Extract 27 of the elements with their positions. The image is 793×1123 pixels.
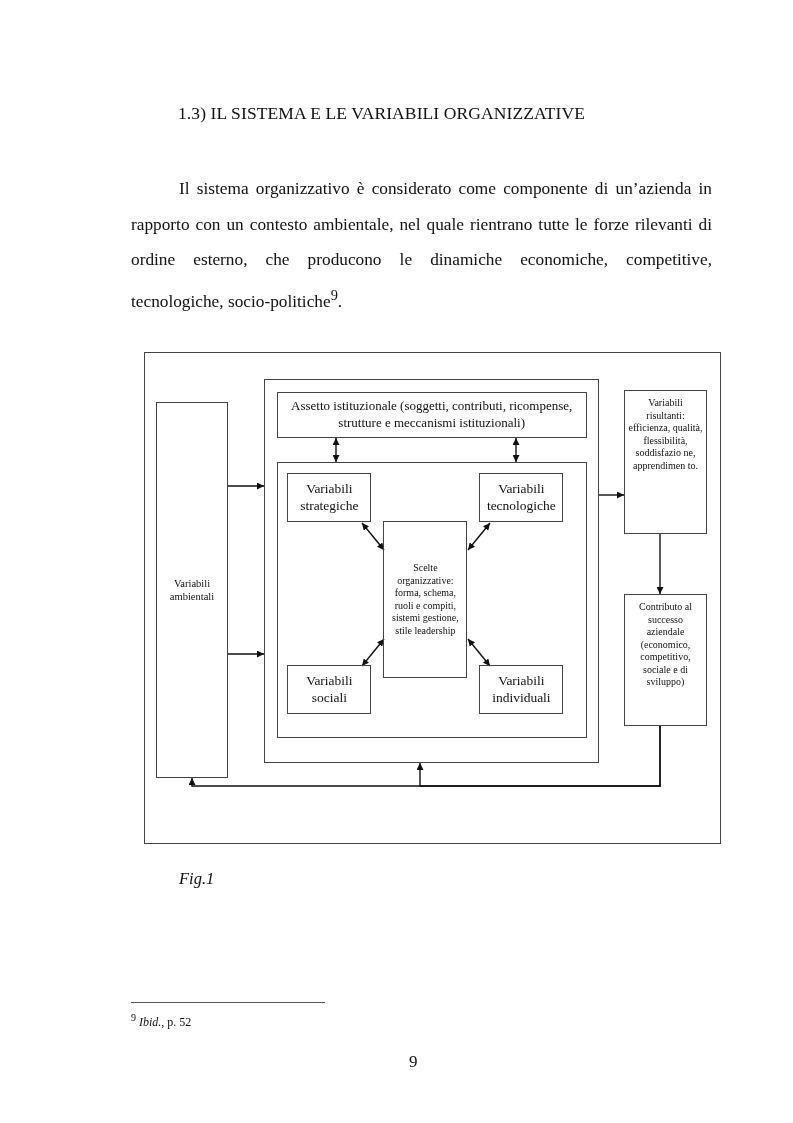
section-heading: 1.3) IL SISTEMA E LE VARIABILI ORGANIZZATIVE	[178, 103, 586, 124]
double-arrow	[361, 638, 385, 667]
arrow	[656, 533, 664, 595]
body-paragraph: Il sistema organizzativo è considerato come componente di un’azienda in rapporto con un contesto ambientale, nel quale rientrano tutte le forze rilevanti di ordine esterno, che producono le dinamiche economiche, competitive, tecnologiche, socio-politiche$^{9}$.	[131, 178, 712, 313]
choices-box: Scelte organizzative: forma, schema, ruoli e compiti, sistemi gestione, stile leadership	[383, 521, 468, 679]
variable-box: Variabili individuali	[479, 665, 564, 715]
double-arrow	[361, 522, 385, 551]
arrow	[227, 650, 265, 658]
variable-box: Variabili ambientali	[156, 402, 228, 778]
system-box	[264, 379, 599, 763]
double-arrow	[512, 437, 520, 463]
organization-box	[276, 461, 587, 738]
arrow	[416, 725, 661, 787]
figure-caption: Fig.1	[179, 869, 215, 889]
footnote: $^{9}$ Ibid., p. 52	[131, 1012, 192, 1030]
results-box: Variabili risultanti: efficienza, qualità, flessibilità, soddisfazio ne, apprendimen to.	[624, 390, 707, 534]
arrow	[227, 482, 265, 490]
contribution-box: Contributo al successo aziendale (economico, competitivo, sociale e di sviluppo)	[624, 594, 707, 726]
institution-box: Assetto istituzionale (soggetti, contributi, ricompense, strutture e meccanismi istituzionali)	[276, 391, 587, 438]
double-arrow	[467, 638, 491, 667]
arrow	[598, 491, 625, 499]
page-number: 9	[409, 1052, 418, 1072]
variable-box: Variabili sociali	[287, 665, 372, 715]
variable-box: Variabili tecnologiche	[479, 473, 564, 523]
double-arrow	[332, 437, 340, 463]
variable-box: Variabili strategiche	[287, 473, 372, 523]
double-arrow	[467, 522, 491, 551]
